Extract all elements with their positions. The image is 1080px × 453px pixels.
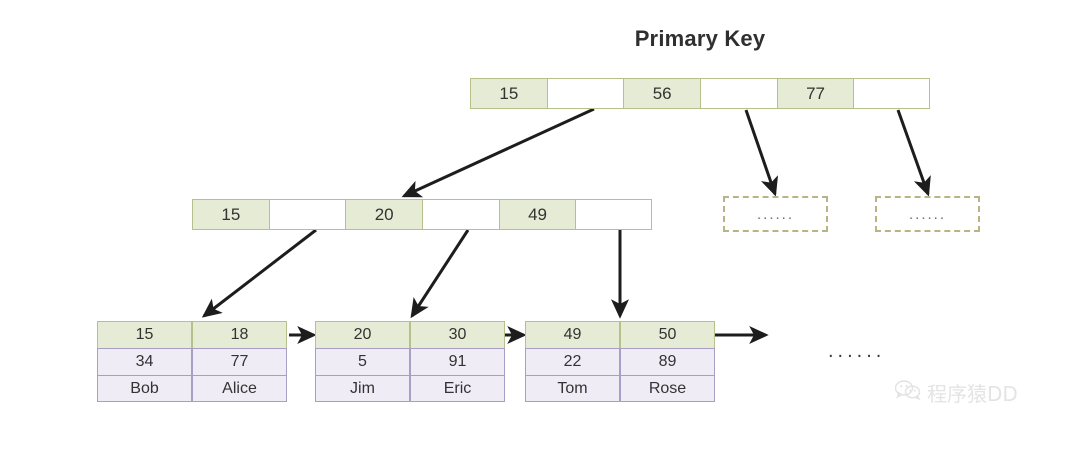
arrow-root-to-internal: [401, 107, 595, 198]
wechat-icon: [894, 380, 921, 405]
arrow-internal-to-leaf-2: [410, 229, 470, 319]
leaf-3-key-2[interactable]: 50: [620, 321, 715, 348]
leaf-1-value-2[interactable]: 77: [192, 348, 287, 375]
leaf-1-key-1[interactable]: 15: [97, 321, 192, 348]
watermark-text: 程序猿DD: [927, 382, 1018, 406]
root-cell-4-pointer[interactable]: [701, 79, 778, 108]
leaf-2-key-row: 20 30: [315, 321, 505, 348]
internal-cell-6-pointer[interactable]: [576, 200, 652, 229]
root-cell-1[interactable]: 15: [471, 79, 548, 108]
arrow-root-to-placeholder-1: [744, 109, 779, 197]
placeholder-box-2: ......: [875, 196, 980, 232]
leaf-2-name-2[interactable]: Eric: [410, 375, 505, 402]
leaf-2-value-2[interactable]: 91: [410, 348, 505, 375]
internal-cell-2-pointer[interactable]: [269, 200, 347, 229]
internal-cell-4-pointer[interactable]: [423, 200, 500, 229]
arrow-root-to-placeholder-2: [896, 109, 931, 197]
leaf-1-value-1[interactable]: 34: [97, 348, 192, 375]
root-node: 15 56 77: [470, 78, 930, 109]
leaf-chain-ellipsis: ......: [828, 340, 886, 362]
leaf-3-name-2[interactable]: Rose: [620, 375, 715, 402]
leaf-2-value-row: 5 91: [315, 348, 505, 375]
leaf-1-key-row: 15 18: [97, 321, 287, 348]
leaf-node-3: 49 50 22 89 Tom Rose: [525, 321, 715, 402]
leaf-node-1: 15 18 34 77 Bob Alice: [97, 321, 287, 402]
leaf-2-key-2[interactable]: 30: [410, 321, 505, 348]
arrow-internal-to-leaf-1: [201, 228, 317, 318]
leaf-3-name-1[interactable]: Tom: [525, 375, 620, 402]
leaf-1-key-2[interactable]: 18: [192, 321, 287, 348]
watermark: 程序猿DD: [894, 378, 1018, 407]
leaf-2-value-1[interactable]: 5: [315, 348, 410, 375]
leaf-1-value-row: 34 77: [97, 348, 287, 375]
internal-cell-3[interactable]: 20: [346, 200, 424, 229]
root-cell-6-pointer[interactable]: [854, 79, 930, 108]
root-cell-5[interactable]: 77: [777, 79, 855, 108]
leaf-1-name-1[interactable]: Bob: [97, 375, 192, 402]
leaf-3-value-1[interactable]: 22: [525, 348, 620, 375]
page-title: Primary Key: [634, 26, 766, 51]
internal-node: 15 20 49: [192, 199, 652, 230]
leaf-node-2: 20 30 5 91 Jim Eric: [315, 321, 505, 402]
leaf-3-value-2[interactable]: 89: [620, 348, 715, 375]
root-cell-2-pointer[interactable]: [547, 79, 625, 108]
leaf-3-name-row: Tom Rose: [525, 375, 715, 402]
internal-cell-5[interactable]: 49: [499, 200, 577, 229]
leaf-3-value-row: 22 89: [525, 348, 715, 375]
leaf-2-name-row: Jim Eric: [315, 375, 505, 402]
internal-cell-1[interactable]: 15: [193, 200, 270, 229]
leaf-2-name-1[interactable]: Jim: [315, 375, 410, 402]
leaf-3-key-row: 49 50: [525, 321, 715, 348]
leaf-1-name-row: Bob Alice: [97, 375, 287, 402]
leaf-2-key-1[interactable]: 20: [315, 321, 410, 348]
root-cell-3[interactable]: 56: [624, 79, 702, 108]
placeholder-box-1: ......: [723, 196, 828, 232]
leaf-1-name-2[interactable]: Alice: [192, 375, 287, 402]
leaf-3-key-1[interactable]: 49: [525, 321, 620, 348]
